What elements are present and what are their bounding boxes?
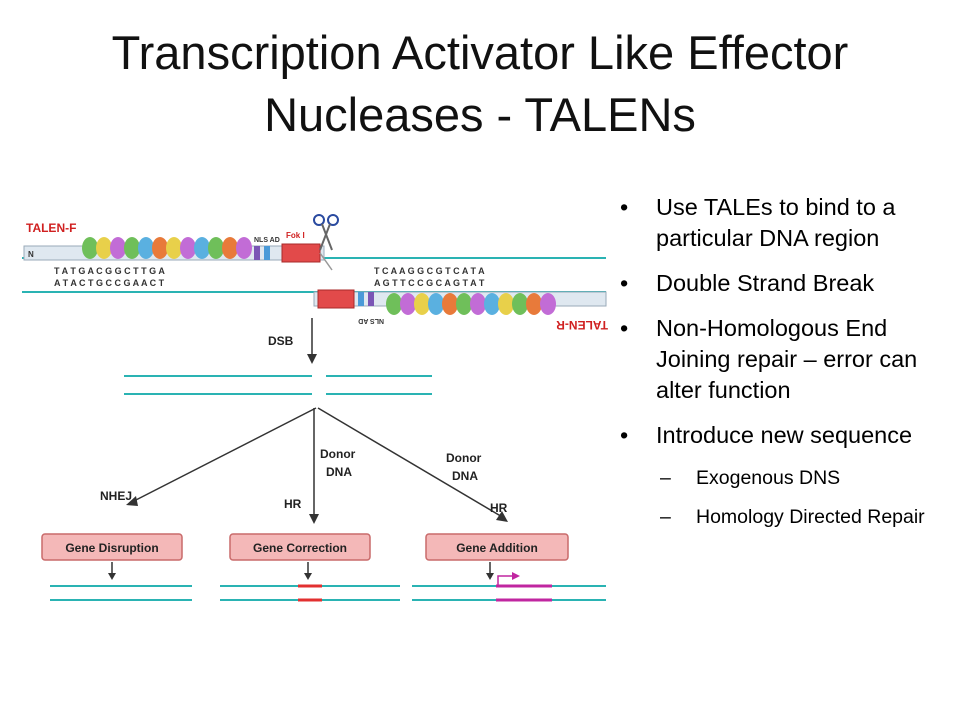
gene-correction-label: Gene Correction bbox=[253, 541, 347, 555]
gene-addition-label: Gene Addition bbox=[456, 541, 538, 555]
talen-r-ad bbox=[358, 292, 364, 306]
talen-r: TALEN-R NLS AD bbox=[313, 289, 608, 332]
gene-disruption-label: Gene Disruption bbox=[65, 541, 158, 555]
seq-top-right: T C A A G G C G T C A T A bbox=[374, 266, 485, 276]
bullet-list: Use TALEs to bind to a particular DNA re… bbox=[620, 192, 950, 543]
talen-r-fok bbox=[317, 289, 355, 309]
hr-label-1: HR bbox=[284, 497, 302, 511]
donor-label-2: Donor bbox=[446, 451, 482, 465]
gene-addition-box: Gene Addition bbox=[412, 533, 606, 602]
talen-f-repeats bbox=[82, 237, 252, 259]
sub-bullet-item: Exogenous DNS bbox=[620, 465, 950, 492]
talen-diagram: T A T G A C G G C T T G A A T A C T G C … bbox=[14, 200, 614, 640]
donor-dna-label-1: DNA bbox=[326, 465, 352, 479]
talen-f-ad bbox=[264, 246, 270, 260]
talen-f-label: TALEN-F bbox=[26, 221, 76, 235]
nhej-label: NHEJ bbox=[100, 489, 132, 503]
dsb-label: DSB bbox=[268, 334, 294, 348]
talen-diagram-svg: T A T G A C G G C T T G A A T A C T G C … bbox=[22, 214, 608, 602]
promoter-arrow-icon bbox=[497, 575, 514, 586]
top-dna: T A T G A C G G C T T G A A T A C T G C … bbox=[22, 257, 606, 293]
talen-r-nls bbox=[368, 292, 374, 306]
gene-correction-box: Gene Correction bbox=[220, 533, 400, 602]
seq-bottom-left: A T A C T G C C G A A C T bbox=[54, 278, 165, 288]
talen-f-fok-label: Fok I bbox=[286, 231, 305, 240]
talen-f-n-label: N bbox=[28, 250, 34, 259]
seq-top-left: T A T G A C G G C T T G A bbox=[54, 266, 165, 276]
seq-bottom-right: A G T T C C G C A G T A T bbox=[374, 278, 485, 288]
talen-f-nls bbox=[254, 246, 260, 260]
slide-title: Transcription Activator Like Effector Nu… bbox=[20, 22, 940, 146]
talen-f: TALEN-F N NLS AD Fok I bbox=[23, 221, 333, 271]
talen-r-label: TALEN-R bbox=[556, 318, 608, 332]
talen-r-nls-ad: NLS AD bbox=[358, 317, 384, 324]
title-line-2: Nucleases - TALENs bbox=[264, 88, 696, 141]
talen-f-nls-ad: NLS AD bbox=[254, 237, 280, 244]
bullet-item: Use TALEs to bind to a particular DNA re… bbox=[620, 192, 950, 254]
donor-label-1: Donor bbox=[320, 447, 356, 461]
bullet-item: Introduce new sequence bbox=[620, 420, 950, 451]
scissors-icon bbox=[313, 214, 339, 251]
talen-f-fok bbox=[281, 243, 321, 263]
branch-arrows bbox=[126, 407, 508, 524]
talen-r-repeats bbox=[386, 293, 556, 315]
dsb-step: DSB bbox=[124, 318, 432, 395]
title-line-1: Transcription Activator Like Effector bbox=[111, 26, 849, 79]
sub-bullet-item: Homology Directed Repair bbox=[620, 504, 950, 531]
bullet-item: Double Strand Break bbox=[620, 268, 950, 299]
donor-dna-label-2: DNA bbox=[452, 469, 478, 483]
bullet-item: Non-Homologous End Joining repair – erro… bbox=[620, 313, 950, 406]
hr-label-2: HR bbox=[490, 501, 508, 515]
gene-disruption-box: Gene Disruption bbox=[41, 533, 192, 601]
